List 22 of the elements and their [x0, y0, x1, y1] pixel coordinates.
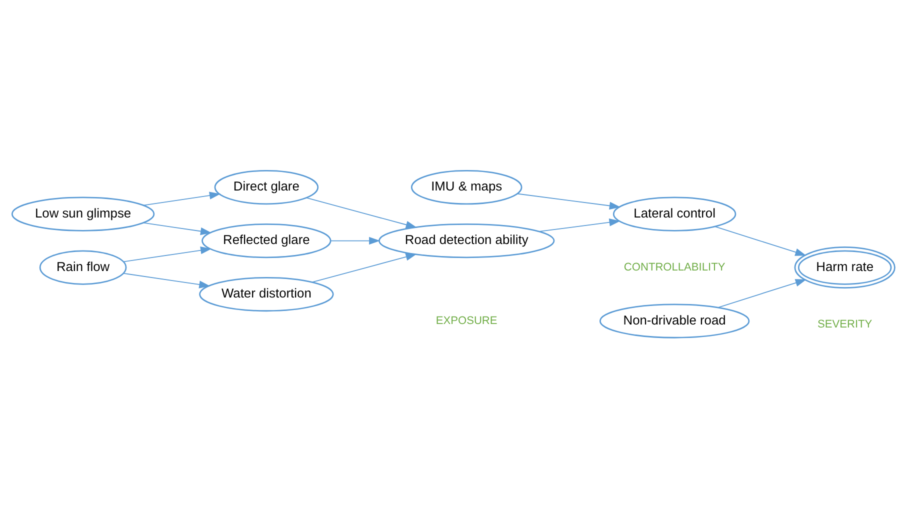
arrow: [123, 246, 212, 262]
node-label: CONTROLLABILITY: [624, 261, 726, 274]
arrow: [312, 253, 417, 283]
node-ellipse: Non-drivable road: [599, 304, 750, 338]
arrow: [718, 279, 806, 308]
label: EXPOSURE: [436, 314, 498, 327]
node-ellipse: IMU & maps: [410, 170, 522, 205]
arrow: [123, 272, 210, 288]
node-ellipse: Lateral control: [612, 196, 736, 232]
arrow: [330, 236, 380, 245]
arrow: [714, 226, 806, 256]
node-ellipse: Road detection ability: [378, 223, 555, 258]
arrow: [142, 222, 212, 236]
arrow: [306, 197, 417, 228]
node-ellipse: Direct glare: [214, 170, 319, 205]
node-ellipse: Low sun glimpse: [11, 196, 155, 232]
node-ellipse: Reflected glare: [202, 223, 332, 258]
arrow: [142, 192, 221, 206]
arrow: [538, 218, 620, 232]
arrow: [516, 193, 621, 210]
node-ellipse: Rain flow: [39, 250, 127, 285]
node-label: SEVERITY: [818, 318, 872, 331]
